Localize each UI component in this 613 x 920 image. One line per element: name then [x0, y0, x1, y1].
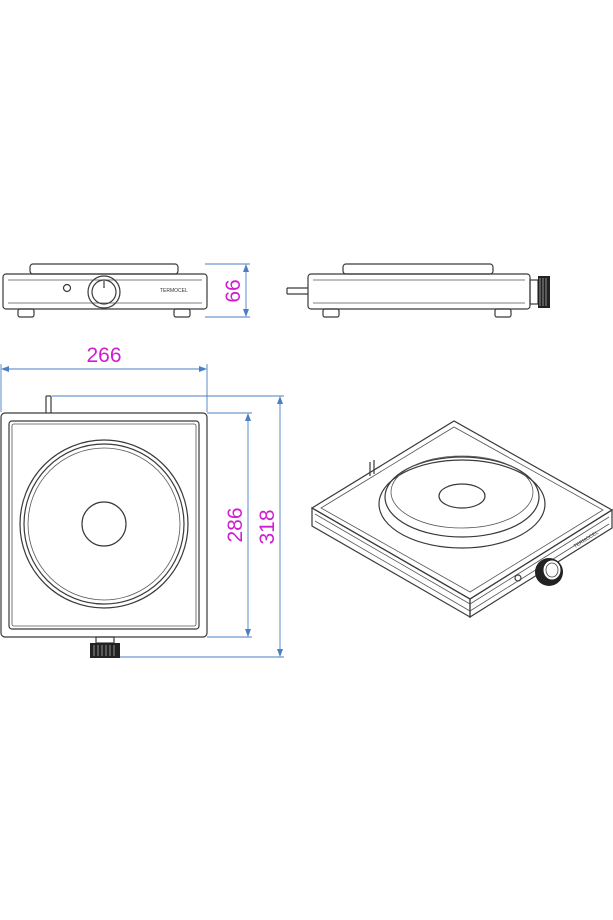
top-view-knob	[90, 636, 120, 658]
height-dimension: 66	[205, 263, 250, 318]
front-view: TERMOCEL	[2, 263, 208, 318]
front-view-foot-right	[173, 308, 191, 318]
iso-brand-logo: TERMOCEL	[573, 530, 600, 550]
iso-top-face	[310, 420, 613, 600]
front-view-foot-left	[17, 308, 35, 318]
iso-front-face	[311, 506, 471, 619]
top-view	[0, 395, 208, 658]
iso-control-knob	[535, 558, 563, 586]
side-view-foot-right	[494, 308, 512, 318]
iso-indicator-light	[514, 574, 522, 582]
front-view-hob-top	[29, 263, 179, 275]
hotplate-center	[81, 501, 127, 547]
indicator-light	[62, 283, 72, 293]
iso-hotplate-center	[438, 483, 486, 509]
height-value: 66	[222, 279, 245, 302]
brand-logo: TERMOCEL	[160, 288, 188, 294]
top-view-plate	[8, 420, 200, 630]
side-view	[286, 263, 550, 318]
plate-depth-dimension: 286	[207, 412, 252, 638]
side-view-foot-left	[322, 308, 340, 318]
iso-hotplate-base	[378, 459, 546, 549]
width-value: 266	[86, 344, 121, 367]
hotplate-outer-ring	[19, 439, 189, 609]
isometric-view: TERMOCEL	[310, 420, 613, 619]
side-view-hob-top	[342, 263, 494, 275]
control-knob	[87, 275, 121, 309]
side-view-knob	[529, 276, 550, 308]
plate-depth-value: 286	[224, 507, 247, 542]
overall-depth-dimension: 318	[52, 395, 284, 658]
width-dimension: 266	[0, 344, 208, 412]
front-view-body	[2, 273, 208, 310]
overall-depth-value: 318	[256, 509, 279, 544]
side-view-body	[307, 273, 531, 310]
